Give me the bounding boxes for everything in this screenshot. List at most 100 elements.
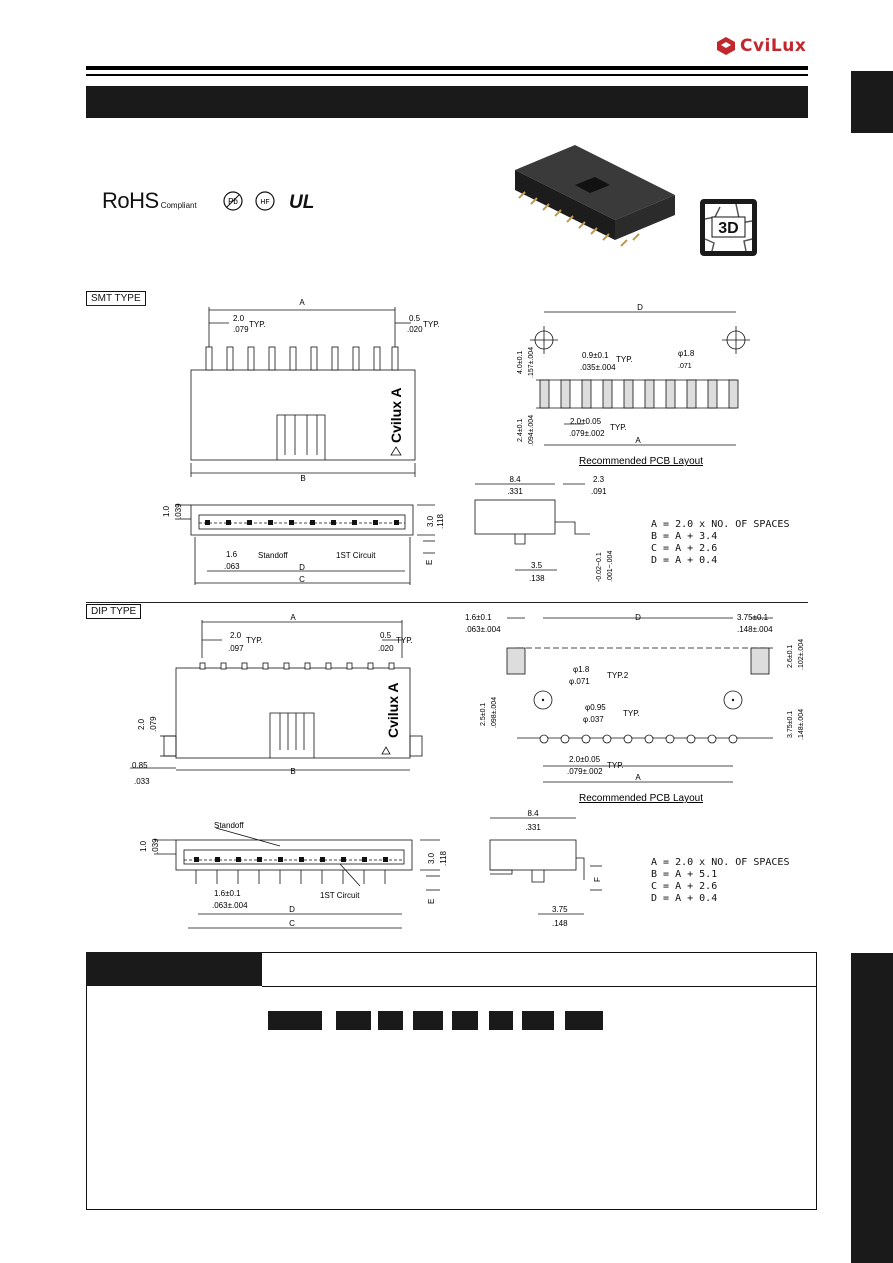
smt-front-first-circuit: 1ST Circuit [336,551,376,560]
smt-front-height-inch: .039 [174,503,183,519]
part-code-block-7 [522,1011,554,1030]
smt-pcb-pad-height-inch: .157±.004 [528,347,535,378]
smt-type-label: SMT TYPE [86,291,146,306]
smt-front-view: 1.0 .039 3.0 .118 E 1.6 .063 Standoff 1S… [162,503,445,585]
dip-formulas: A = 2.0 x NO. OF SPACES B = A + 5.1 C = … [651,857,789,905]
dip-front-standoff-label: Standoff [214,821,244,830]
smt-end-coplanarity: -0.02~0.1 [596,552,603,582]
rohs-text: RoHS [102,188,159,213]
smt-end-leg: 3.5 [531,561,543,570]
dip-divider [86,602,808,603]
dip-pcb-pitch: 2.0±0.05 [569,755,601,764]
dip-pcb-left-margin: 1.6±0.1 [465,613,492,622]
dip-pin-width-inch: .020 [378,644,394,653]
smt-pcb-pitch: 2.0±0.05 [570,417,602,426]
smt-pin-width-note: TYP. [423,320,440,329]
model-3d-badge[interactable]: 3D [700,199,757,256]
smt-front-standoff-dim-inch: .063 [224,562,240,571]
dip-dim-a: A [290,613,296,622]
dip-pitch-note: TYP. [246,636,263,645]
part-code-block-2 [336,1011,371,1030]
part-code-block-1 [268,1011,322,1030]
dip-front-offset: 1.6±0.1 [214,889,241,898]
dip-type-label: DIP TYPE [86,604,142,619]
smt-pcb-pad-width: 0.9±0.1 [582,351,609,360]
dip-pitch-inch: .097 [228,644,244,653]
smt-pcb-hole-dia: φ1.8 [678,349,695,358]
smt-formulas: A = 2.0 x NO. OF SPACES B = A + 3.4 C = … [651,519,789,567]
smt-body-marking: Cvilux A [388,388,404,444]
dip-pcb-bottom-offset-inch: .148±.004 [798,709,805,740]
dip-pcb-right-margin-inch: .148±.004 [737,625,773,634]
dip-formula-c: C = A + 2.6 [651,881,718,892]
ul-mark-text: UL [289,192,314,212]
dip-front-view: Standoff 1.0 .039 3.0 .118 E 1.6±0.1 .06… [139,821,448,929]
dip-pcb-caption: Recommended PCB Layout [579,793,703,804]
smt-dim-a: A [299,298,305,307]
smt-end-view: 8.4 .331 2.3 .091 3.5 .138 -0.02~0.1 .00… [474,475,614,583]
smt-dim-b: B [300,474,305,483]
smt-formula-b: B = A + 3.4 [651,531,718,542]
halogen-free-text: HF [260,199,269,206]
pb-free-icon: Pb [223,191,243,211]
smt-pcb-pitch-note: TYP. [610,423,627,432]
dip-body-marking: Cvilux A [385,683,401,739]
rohs-mark: RoHS Compliant [102,188,197,214]
dip-pcb-layout: 1.6±0.1 .063±.004 D 3.75±0.1 .148±.004 2… [465,613,805,804]
dip-pcb-pitch-inch: .079±.002 [567,767,603,776]
dip-formula-a: A = 2.0 x NO. OF SPACES [651,857,790,868]
dip-front-dim-e: E [427,899,436,904]
smt-pcb-pad-offset: 2.4±0.1 [517,419,524,442]
smt-formula-c: C = A + 2.6 [651,543,718,554]
smt-front-depth: 3.0 [426,515,435,527]
side-tab-bottom [851,953,893,1263]
smt-end-leg-inch: .138 [529,574,545,583]
dip-pcb-hole-big-inch: φ.071 [569,677,590,686]
smt-pcb-caption: Recommended PCB Layout [579,456,703,467]
dip-pcb-pitch-note: TYP. [607,761,624,770]
smt-front-dim-d: D [299,563,305,572]
dip-pcb-dim-d: D [635,613,641,622]
smt-pcb-dim-d: D [637,303,643,312]
dip-lead: 0.85 [132,761,148,770]
dip-end-dim-f: F [593,877,602,882]
smt-pcb-pad-height: 4.0±0.1 [517,351,524,374]
smt-front-depth-inch: .118 [436,513,445,529]
smt-front-dim-c: C [299,575,305,584]
dip-pin-width-note: TYP. [396,636,413,645]
smt-end-length: 8.4 [509,475,521,484]
smt-separator [86,305,146,306]
dip-pcb-row-offset: 2.5±0.1 [480,703,487,726]
dip-height-inch: .079 [149,716,158,732]
model-3d-text: 3D [718,220,738,237]
dip-end-leg-inch: .148 [552,919,568,928]
smt-end-tail: 2.3 [593,475,605,484]
dip-pcb-pad-h-inch: .102±.004 [798,639,805,670]
smt-front-standoff-dim: 1.6 [226,550,238,559]
dip-formula-d: D = A + 0.4 [651,893,718,904]
dip-pitch: 2.0 [230,631,242,640]
smt-formula-a: A = 2.0 x NO. OF SPACES [651,519,790,530]
dip-dim-b: B [290,767,295,776]
part-code-block-6 [489,1011,513,1030]
smt-pcb-pad-width-note: TYP. [616,355,633,364]
smt-pcb-pad-offset-inch: .094±.004 [528,415,535,446]
dip-front-height: 1.0 [139,840,148,852]
smt-side-view: A 2.0 .079 TYP. 0.5 .020 TYP. B Cvilux A [190,298,440,483]
dip-front-dim-d: D [289,905,295,914]
dip-end-view: 8.4 .331 3.75 .148 F [489,809,602,928]
brand-logo: CviLux [716,36,806,56]
part-code-block-3 [378,1011,403,1030]
ordering-box [86,952,817,1210]
dip-front-offset-inch: .063±.004 [212,901,248,910]
smt-formula-d: D = A + 0.4 [651,555,718,566]
smt-pin-width: 0.5 [409,314,421,323]
brand-logo-icon [717,37,735,55]
ordering-rule [262,986,817,987]
dip-height: 2.0 [137,718,146,730]
dip-front-height-inch: .039 [151,838,160,854]
dip-pcb-bottom-offset: 3.75±0.1 [787,711,794,738]
dip-end-length: 8.4 [527,809,539,818]
smt-end-tail-inch: .091 [591,487,607,496]
dip-front-depth: 3.0 [427,852,436,864]
